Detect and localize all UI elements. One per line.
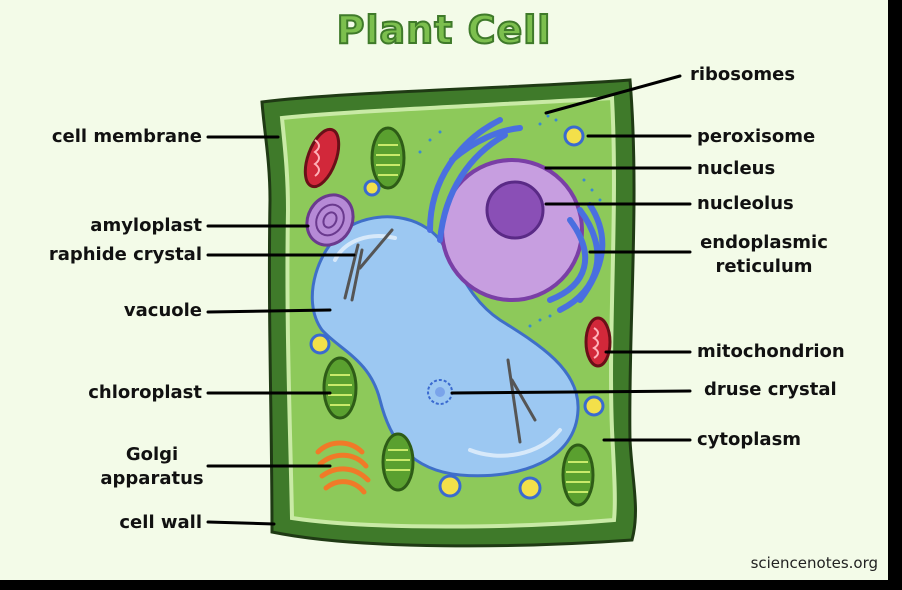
label-cytoplasm: cytoplasm xyxy=(697,429,802,450)
peroxisome-shapes xyxy=(309,125,605,500)
label-cell-membrane: cell membrane xyxy=(51,126,202,147)
nucleus-shape xyxy=(440,158,584,302)
ribosome-dots xyxy=(418,114,602,328)
golgi-shape xyxy=(315,440,371,495)
endoplasmic-reticulum-shape xyxy=(427,117,606,313)
diagram-title: Plant Cell xyxy=(336,7,552,53)
mitochondrion-shapes xyxy=(303,127,612,368)
label-nucleolus: nucleolus xyxy=(697,193,794,214)
label-golgi-line1: Golgi xyxy=(125,444,179,465)
label-nucleus: nucleus xyxy=(697,158,776,179)
label-peroxisome: peroxisome xyxy=(697,126,816,147)
label-amyloplast: amyloplast xyxy=(90,215,202,236)
label-ribosomes: ribosomes xyxy=(690,64,796,85)
label-druse-crystal: druse crystal xyxy=(704,379,837,400)
plant-cell-diagram xyxy=(206,74,692,548)
label-chloroplast: chloroplast xyxy=(88,382,202,403)
diagram-canvas: Plant Cell cell membrane amyloplast raph… xyxy=(0,0,888,580)
label-cell-wall: cell wall xyxy=(119,512,202,533)
label-mitochondrion: mitochondrion xyxy=(697,341,845,362)
credit-text: sciencenotes.org xyxy=(750,554,878,572)
label-er-line2: reticulum xyxy=(715,256,813,277)
label-er-line1: endoplasmic xyxy=(700,232,828,253)
chloroplast-shapes xyxy=(322,126,595,507)
label-raphide-crystal: raphide crystal xyxy=(48,244,202,265)
druse-needles xyxy=(506,358,537,444)
amyloplast-shape xyxy=(305,193,355,247)
label-golgi-line2: apparatus xyxy=(100,468,204,489)
leader-lines xyxy=(206,74,692,526)
raphide-crystal-shape xyxy=(343,228,394,302)
label-vacuole: vacuole xyxy=(123,300,202,321)
